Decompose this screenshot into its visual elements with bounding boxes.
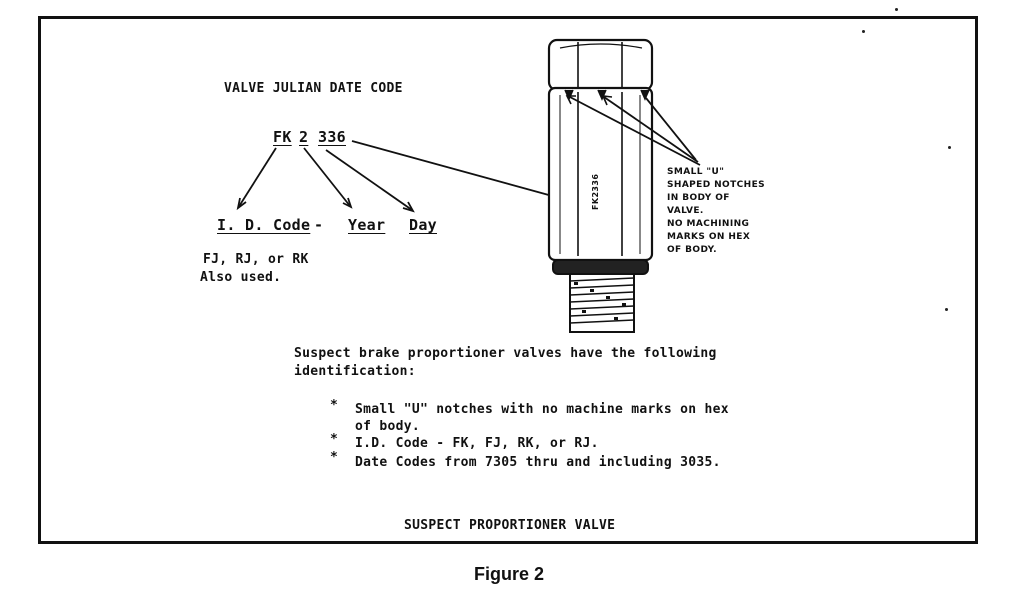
- valve-note-line-6: MARKS ON HEX: [667, 232, 751, 242]
- bullet-1-marker: *: [330, 398, 338, 413]
- valve-note-line-7: OF BODY.: [667, 245, 717, 255]
- valve-note-line-2: SHAPED NOTCHES: [667, 180, 766, 190]
- intro-line-1: Suspect brake proportioner valves have t…: [294, 346, 717, 361]
- arrow-day: [325, 149, 413, 211]
- scan-speck: [948, 146, 951, 149]
- day-label: Day: [409, 216, 437, 234]
- arrow-notch-right: [645, 97, 697, 161]
- arrow-notch-center: [603, 96, 699, 163]
- figure-caption: Figure 2: [474, 564, 545, 584]
- code-year: 2: [299, 128, 309, 146]
- code-prefix: FK: [273, 128, 292, 146]
- valve-note-line-5: NO MACHINING: [667, 219, 750, 229]
- bullet-1-line-2: of body.: [355, 419, 421, 434]
- code-day: 336: [318, 128, 346, 146]
- bullet-2-line-1: I.D. Code - FK, FJ, RK, or RJ.: [355, 436, 599, 451]
- valve-body: [547, 38, 654, 333]
- arrowhead-day: [402, 201, 415, 213]
- id-code-dash: -: [314, 216, 324, 234]
- scan-speck: [945, 308, 948, 311]
- bullet-3-marker: *: [330, 450, 338, 465]
- inner-caption: SUSPECT PROPORTIONER VALVE: [404, 518, 616, 533]
- arrow-id-code: [237, 147, 277, 209]
- year-label: Year: [348, 216, 386, 234]
- also-used-text: Also used.: [200, 270, 282, 285]
- arrow-year: [303, 147, 351, 207]
- intro-line-2: identification:: [294, 364, 416, 379]
- id-code-label: I. D. Code: [217, 216, 311, 234]
- valve-note-line-3: IN BODY OF: [667, 193, 730, 203]
- valve-note-line-4: VALVE.: [667, 206, 704, 216]
- arrowhead-year: [342, 197, 353, 209]
- bullet-2-marker: *: [330, 432, 338, 447]
- scan-speck: [895, 8, 898, 11]
- figure-frame: [38, 16, 978, 544]
- also-used-codes: FJ, RJ, or RK: [203, 252, 309, 267]
- valve-stamp: FK2336: [591, 173, 600, 210]
- bullet-1-line-1: Small "U" notches with no machine marks …: [355, 402, 729, 417]
- valve-note-line-1: SMALL "U": [667, 167, 725, 177]
- scan-speck: [862, 30, 865, 33]
- arrow-notch-left: [567, 95, 701, 166]
- date-code-title: VALVE JULIAN DATE CODE: [224, 81, 403, 96]
- arrowhead-id-code: [236, 197, 247, 211]
- bullet-3-line-1: Date Codes from 7305 thru and including …: [355, 455, 721, 470]
